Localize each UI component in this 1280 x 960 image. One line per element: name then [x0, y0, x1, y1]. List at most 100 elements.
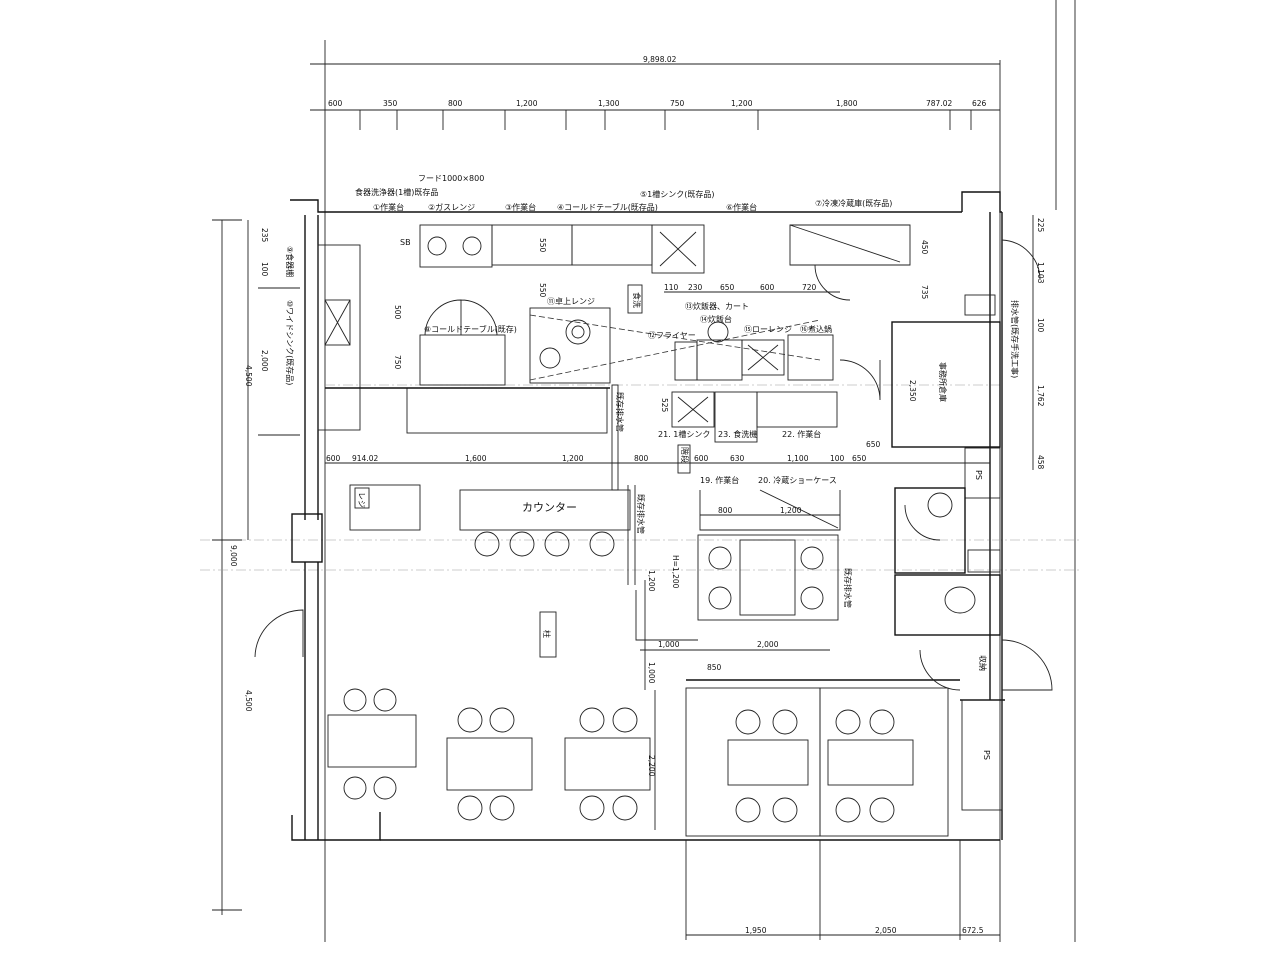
- dim-top: 1,200: [731, 99, 753, 108]
- label-ps: PS: [982, 750, 991, 760]
- dining-tables: [327, 611, 960, 837]
- label-piping: 既存排水管: [615, 392, 625, 432]
- dim-bottom: 1,950: [745, 926, 767, 935]
- label: ⑯煮込鍋: [800, 324, 832, 334]
- label: ⑨食器棚: [285, 246, 295, 277]
- dim-right: 1,762: [1036, 385, 1045, 407]
- dim-mid: 650: [852, 454, 867, 463]
- dim-top: 1,800: [836, 99, 858, 108]
- label: 食洗: [632, 292, 642, 308]
- label: ⑩ワイドシンク(既存品): [285, 300, 295, 385]
- label: ①作業台: [373, 202, 404, 212]
- dim-mid: 1,100: [787, 454, 809, 463]
- kitchen-dimensions: 550 750 500 550 525 450 735 110 230 650 …: [393, 238, 929, 413]
- dim-left-upper: 4,500: [244, 365, 253, 387]
- sink-21: [671, 391, 715, 428]
- dim-mid: 630: [730, 454, 745, 463]
- dim-top: 1,200: [516, 99, 538, 108]
- dim-seat: 1,000: [647, 662, 656, 684]
- dim-seat: 1,200: [780, 506, 802, 515]
- dim-k: 600: [760, 283, 775, 292]
- dim-mid: 1,600: [465, 454, 487, 463]
- top-dimensions: 9,898.02 600 350 800 1,200 1,300 750 1,2…: [310, 55, 1000, 130]
- label-counter: カウンター: [522, 501, 577, 514]
- dim-seat: H=1,200: [671, 555, 680, 589]
- dim-door: 650: [866, 440, 881, 449]
- bottom-dimensions: 1,950 2,050 672.5: [685, 840, 1000, 940]
- dim-k: 500: [393, 305, 402, 320]
- dim-mid: 1,200: [562, 454, 584, 463]
- dim-left-lower: 4,500: [244, 690, 253, 712]
- dim-k: 550: [538, 238, 547, 253]
- label-piping: 既存排水管: [636, 494, 646, 534]
- dim-left: 235: [260, 228, 269, 243]
- dim-k: 525: [660, 398, 669, 413]
- dim-mid: 914.02: [352, 454, 378, 463]
- dim-bottom: 2,050: [875, 926, 897, 935]
- counter-stools: [474, 531, 615, 557]
- label: ⑬炊飯器、カート: [685, 301, 749, 311]
- label: 22. 作業台: [782, 429, 821, 439]
- label-register: レジ: [357, 492, 366, 508]
- dim-top: 350: [383, 99, 398, 108]
- label: 21. 1槽シンク: [658, 429, 710, 439]
- label: ⑫フライヤー: [648, 331, 696, 340]
- wide-sink: [317, 244, 361, 431]
- table-range: [529, 307, 611, 384]
- fryer: [674, 341, 698, 381]
- dim-mid: 600: [694, 454, 709, 463]
- label: ②ガスレンジ: [428, 202, 475, 212]
- low-range: [741, 339, 785, 376]
- label: 階段: [680, 447, 690, 463]
- label-pillar: 柱: [542, 630, 552, 638]
- storage-room: [891, 321, 1001, 448]
- dim-right: 458: [1036, 455, 1045, 470]
- toilet-room: [894, 574, 1001, 636]
- label: 20. 冷蔵ショーケース: [758, 475, 837, 485]
- right-dimensions: 225 1,103 100 1,762 458: [1032, 215, 1045, 470]
- label: ⑧コールドテーブル(既存): [424, 324, 517, 334]
- dim-mid: 800: [634, 454, 649, 463]
- label: ④コールドテーブル(既存品): [557, 202, 658, 212]
- dim-top: 626: [972, 99, 987, 108]
- label-ps: PS: [974, 470, 983, 480]
- walls: [290, 191, 1005, 841]
- dim-seat: 800: [718, 506, 733, 515]
- booth-seating: [635, 534, 839, 641]
- dim-mid: 600: [326, 454, 341, 463]
- dim-left: 100: [260, 262, 269, 277]
- equipment-labels: フード1000×800 食器洗浄器(1槽)既存品 ①作業台 ②ガスレンジ ③作業…: [285, 174, 1020, 760]
- left-dimensions: 9,000 4,500 4,500 235 100 2,000: [212, 219, 300, 911]
- label: ⑭炊飯台: [700, 314, 732, 324]
- dim-seat: 1,000: [658, 640, 680, 649]
- mid-dimensions: 600 914.02 1,600 1,200 800 600 630 1,100…: [325, 454, 990, 464]
- label-hood: フード1000×800: [418, 174, 484, 183]
- seating-dimensions: 1,200 1,000 1,000 2,000 850 2,200 800 1,…: [640, 380, 917, 830]
- label-dishwasher: 食器洗浄器(1槽)既存品: [355, 187, 438, 197]
- dim-storage: 2,350: [908, 380, 917, 402]
- label: ③作業台: [505, 202, 536, 212]
- label-piping: 既存排水管: [843, 568, 853, 608]
- dim-left: 2,000: [260, 350, 269, 372]
- label: 19. 作業台: [700, 475, 739, 485]
- label-storage: 事務所倉庫: [938, 362, 948, 402]
- dim-right: 100: [1036, 318, 1045, 333]
- counter: [459, 489, 631, 531]
- label: ⑦冷凍冷蔵庫(既存品): [815, 198, 892, 208]
- dim-seat: 1,200: [647, 570, 656, 592]
- dim-k: 720: [802, 283, 817, 292]
- dim-k: 230: [688, 283, 703, 292]
- cold-table: [419, 334, 506, 386]
- dim-right: 1,103: [1036, 262, 1045, 284]
- dim-k: 110: [664, 283, 679, 292]
- dim-total-width: 9,898.02: [643, 55, 677, 64]
- label: ⑮ローレンジ: [744, 325, 792, 334]
- dim-mid: 100: [830, 454, 845, 463]
- kitchen: [317, 224, 911, 585]
- register: [354, 487, 370, 509]
- dim-k: 735: [920, 285, 929, 300]
- back-rooms: [814, 239, 1053, 811]
- dim-top: 787.02: [926, 99, 952, 108]
- label: ⑥作業台: [726, 202, 757, 212]
